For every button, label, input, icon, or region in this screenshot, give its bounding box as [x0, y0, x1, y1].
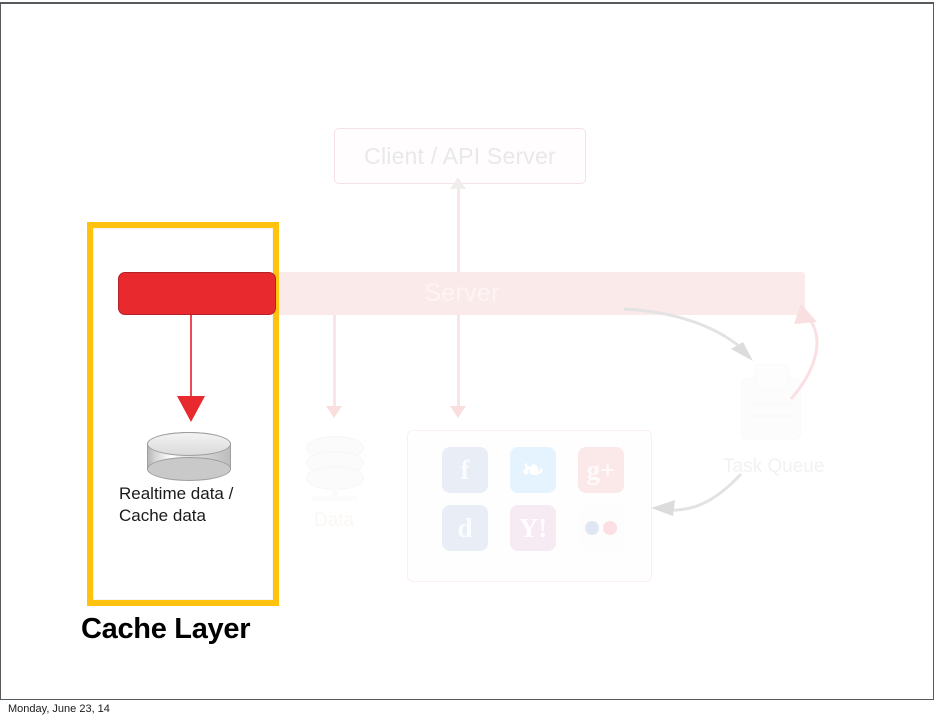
flickr-dot-pink	[603, 521, 617, 535]
flickr-icon	[578, 505, 624, 551]
arrow-head-social-icon	[651, 500, 675, 516]
social-cell: ❧	[510, 447, 578, 505]
cylinder-top-face	[147, 432, 231, 456]
arrow-server-to-social	[450, 315, 466, 418]
yahoo-icon: Y!	[510, 505, 556, 551]
cache-caption-line-1: Realtime data /	[119, 484, 234, 503]
arrow-head-down-icon	[326, 406, 342, 418]
cache-arrow-line	[190, 315, 192, 400]
cache-layer-title: Cache Layer	[81, 613, 251, 645]
db-stem	[332, 484, 338, 498]
data-label: Data	[314, 510, 355, 531]
tq-slot	[750, 414, 792, 418]
social-cell	[578, 505, 646, 563]
cache-caption: Realtime data / Cache data	[119, 483, 279, 527]
curve-taskqueue-to-social	[662, 472, 743, 512]
arrow-head-up-icon	[450, 177, 466, 189]
server-bar-label: Server	[424, 279, 500, 307]
tq-top	[755, 364, 789, 390]
cylinder-bottom	[147, 457, 231, 481]
task-queue-label: Task Queue	[723, 456, 825, 477]
slide-frame: Client / API Server Server	[0, 2, 934, 700]
footer-date: Monday, June 23, 14	[8, 703, 110, 715]
slide-canvas: Client / API Server Server	[1, 4, 933, 699]
social-networks-panel: f ❧ g+ d Y!	[407, 430, 652, 582]
googleplus-icon: g+	[578, 447, 624, 493]
facebook-icon: f	[442, 447, 488, 493]
cache-caption-line-2: Cache data	[119, 506, 206, 525]
client-api-server-label: Client / API Server	[364, 142, 556, 169]
delicious-icon: d	[442, 505, 488, 551]
social-icon-grid: f ❧ g+ d Y!	[442, 447, 646, 563]
twitter-icon: ❧	[510, 447, 556, 493]
social-cell: d	[442, 505, 510, 563]
data-database-icon	[306, 436, 364, 508]
arrow-server-to-client	[450, 177, 466, 272]
curve-server-to-taskqueue	[623, 307, 748, 354]
cache-arrow-head-icon	[177, 396, 205, 422]
cache-layer-highlight-box	[87, 222, 279, 606]
db-base	[312, 496, 358, 501]
cache-server-bar	[118, 272, 276, 315]
tq-slot	[750, 402, 792, 406]
task-queue-icon	[741, 364, 801, 444]
arrow-server-to-data	[326, 315, 342, 418]
arrow-head-taskqueue-icon	[731, 342, 753, 361]
flickr-dot-blue	[585, 521, 599, 535]
social-cell: Y!	[510, 505, 578, 563]
arrow-head-down-icon	[450, 406, 466, 418]
social-cell: f	[442, 447, 510, 505]
client-api-server-box: Client / API Server	[334, 128, 586, 184]
social-cell: g+	[578, 447, 646, 505]
cache-store-cylinder-icon	[147, 432, 231, 482]
